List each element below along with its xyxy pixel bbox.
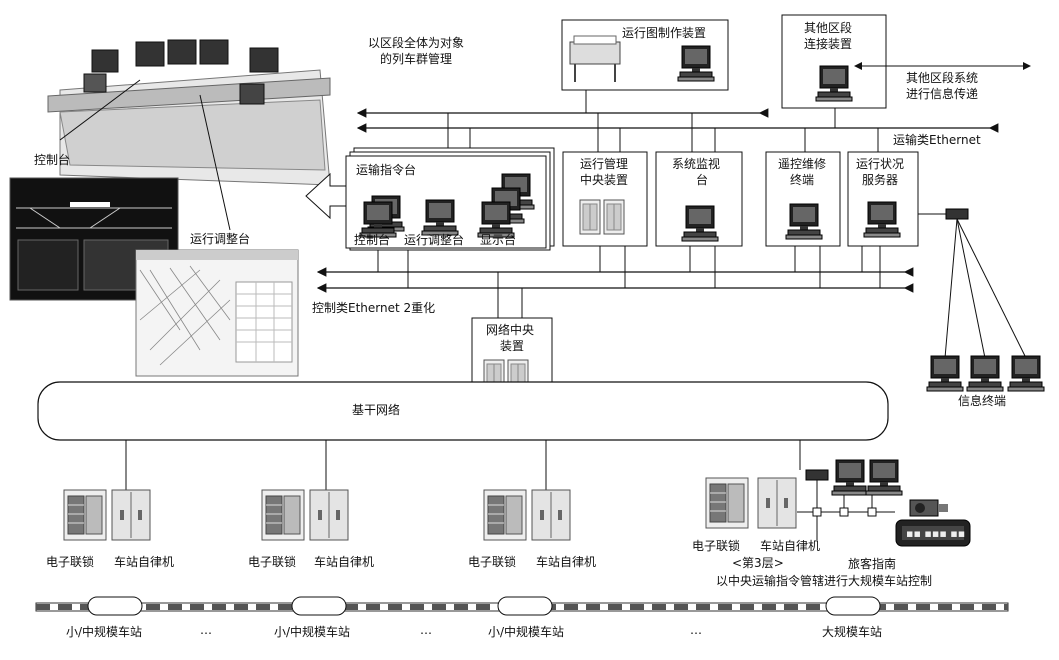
op-status-server-label-2: 服务器 (862, 172, 898, 187)
other-section-pc-icon (815, 65, 853, 102)
ellipsis-3: … (690, 623, 702, 637)
remote-maint-label-2: 终端 (790, 172, 814, 187)
info-terminal-pc-icon-3 (1007, 355, 1045, 392)
small-station-label-2: 小/中规模车站 (274, 624, 350, 639)
passenger-guide-label: 旅客指南 (848, 556, 896, 571)
station-auto-label-1: 车站自律机 (114, 554, 174, 569)
sys-monitor-pc-icon (681, 205, 719, 242)
section-train-mgmt-label-2: 的列车群管理 (380, 51, 452, 66)
info-terminal-label: 信息终端 (958, 393, 1006, 408)
dispatch-control-label: 控制台 (354, 232, 390, 247)
large-station-label: 大规模车站 (822, 624, 882, 639)
station-marker-4 (825, 596, 881, 616)
station-auto-cabinet-icon-1 (111, 489, 151, 541)
camera-icon (909, 499, 948, 517)
photo-adjust-desk-label: 运行调整台 (190, 231, 250, 246)
dispatch-group-label: 运输指令台 (356, 162, 416, 177)
op-status-server-label-1: 运行状况 (856, 157, 904, 171)
op-mgmt-center-label-1: 运行管理 (580, 156, 628, 171)
interlock-label-3: 电子联锁 (468, 554, 516, 569)
control-ethernet-label: 控制类Ethernet 2重化 (312, 301, 435, 315)
station-marker-2 (291, 596, 347, 616)
station-auto-label-2: 车站自律机 (314, 554, 374, 569)
dispatch-adjust-pc-icon (421, 199, 459, 236)
large-station-hub-icon (805, 469, 829, 481)
svg-text:▪▪ ▪▪▪ ▪▪: ▪▪ ▪▪▪ ▪▪ (906, 527, 965, 540)
station-marker-1 (87, 596, 143, 616)
sys-monitor-label-2: 台 (696, 172, 708, 187)
info-terminal-pc-icon-2 (966, 355, 1004, 392)
backbone-label: 基干网络 (352, 402, 400, 417)
remote-maint-box (765, 151, 841, 247)
op-status-server-pc-icon (863, 201, 901, 238)
other-section-conn-label-1: 其他区段 (804, 20, 852, 35)
interlock-rack-icon-3 (483, 489, 527, 541)
remote-maint-label-1: 遥控维修 (778, 156, 826, 171)
passenger-guide-board-icon: ▪▪ ▪▪▪ ▪▪ (895, 519, 971, 547)
op-mgmt-center-label-2: 中央装置 (580, 172, 628, 187)
large-station-pc-icon-1 (831, 459, 869, 496)
large-station-desc-label: 以中央运输指令管辖进行大规模车站控制 (716, 573, 932, 588)
station-marker-3 (497, 596, 553, 616)
other-section-sys-label-1: 其他区段系统 (906, 70, 978, 85)
small-station-label-3: 小/中规模车站 (488, 624, 564, 639)
control-console-photo (47, 39, 331, 231)
photo-control-desk-label: 控制台 (34, 152, 70, 167)
timetable-screen (135, 249, 299, 377)
network-center-label-2: 装置 (500, 339, 524, 353)
station-auto-cabinet-icon-3 (531, 489, 571, 541)
other-section-conn-label-2: 连接装置 (804, 36, 852, 51)
dispatch-adjust-label: 运行调整台 (404, 232, 464, 247)
dispatch-display-label: 显示台 (480, 232, 516, 247)
dispatch-display-pc-icon-3 (477, 201, 515, 238)
ellipsis-2: … (420, 623, 432, 637)
section-train-mgmt-label-1: 以区段全体为对象 (368, 35, 464, 50)
large-station-pc-icon-2 (865, 459, 903, 496)
interlock-rack-icon-1 (63, 489, 107, 541)
op-mgmt-server-icon-1 (579, 199, 601, 235)
remote-maint-pc-icon (785, 203, 823, 240)
interlock-label-4: 电子联锁 (692, 538, 740, 553)
flow-arrow-icon (305, 172, 347, 220)
other-section-sys-label-2: 进行信息传递 (906, 86, 978, 101)
dispatch-control-pc-icon (359, 201, 397, 238)
op-mgmt-server-icon-2 (603, 199, 625, 235)
network-center-label-1: 网络中央 (486, 322, 534, 337)
interlock-rack-icon-4 (705, 477, 749, 529)
interlock-label-2: 电子联锁 (248, 554, 296, 569)
ellipsis-1: … (200, 623, 212, 637)
info-terminal-pc-icon-1 (926, 355, 964, 392)
transport-ethernet-label: 运输类Ethernet (893, 132, 981, 147)
hub-icon (945, 208, 969, 220)
interlock-label-1: 电子联锁 (46, 554, 94, 569)
sys-monitor-label-1: 系统监视 (672, 156, 720, 171)
small-station-label-1: 小/中规模车站 (66, 624, 142, 639)
station-auto-cabinet-icon-2 (309, 489, 349, 541)
backbone-network (37, 381, 889, 441)
station-auto-label-4: 车站自律机 (760, 538, 820, 553)
station-auto-cabinet-icon-4 (757, 477, 797, 529)
diagram-maker-label: 运行图制作装置 (622, 26, 706, 40)
layer3-label: <第3层> (732, 556, 784, 570)
diagram-maker-pc-icon (677, 45, 715, 82)
plotter-icon (569, 35, 621, 82)
station-auto-label-3: 车站自律机 (536, 554, 596, 569)
interlock-rack-icon-2 (261, 489, 305, 541)
